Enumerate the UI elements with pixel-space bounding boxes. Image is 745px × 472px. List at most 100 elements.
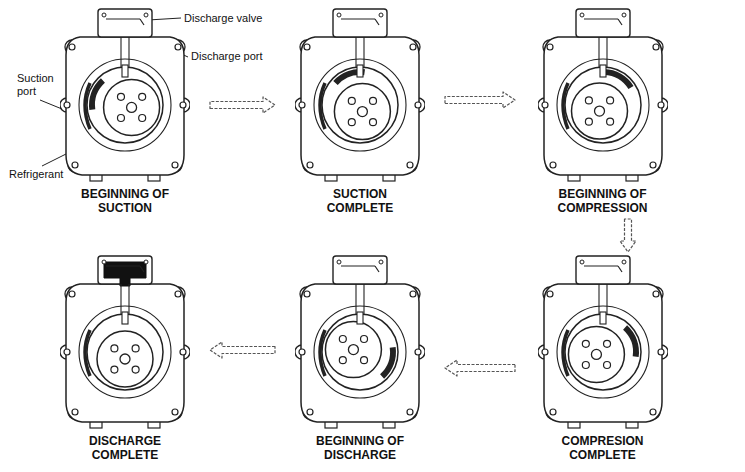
cylinder-bore (565, 314, 641, 390)
rotor (334, 84, 390, 140)
bolt-hole (307, 162, 313, 168)
rotor (568, 326, 624, 382)
compressor-illustration (538, 5, 668, 185)
valve-screw (580, 260, 584, 264)
rotor (325, 322, 381, 378)
stage-caption: COMPRESION COMPLETE (548, 435, 658, 463)
bolt-hole (72, 162, 78, 168)
vane (600, 312, 606, 324)
flow-arrow (445, 92, 515, 108)
refrigerant-pocket (382, 347, 393, 376)
discharge-port (598, 37, 599, 67)
shaft-hole (591, 349, 601, 359)
rotor-hole (582, 362, 589, 369)
rotor (104, 79, 160, 135)
bolt-hole (69, 44, 75, 50)
vane (357, 312, 363, 324)
compressor-illustration (60, 5, 190, 185)
valve-screw (622, 260, 626, 264)
valve-screw (102, 13, 106, 17)
flow-arrow (210, 97, 275, 113)
compressor-stage: COMPRESION COMPLETE (515, 252, 690, 466)
bolt-hole (304, 44, 310, 50)
housing-outline (544, 284, 662, 422)
bolt-hole (658, 102, 664, 108)
bolt-hole (658, 349, 664, 355)
vane (122, 312, 128, 324)
rotor-hole (348, 119, 355, 126)
shaft-hole (120, 354, 130, 364)
rotor-hole (370, 119, 377, 126)
valve-block (98, 9, 152, 37)
bolt-hole (72, 409, 78, 415)
housing-ring (79, 59, 171, 151)
rotor-hole (111, 345, 118, 352)
vane (122, 65, 128, 77)
rotor-hole (339, 336, 346, 343)
bolt-hole (64, 102, 70, 108)
bolt-hole (172, 409, 178, 415)
refrigerant-pocket (625, 327, 636, 356)
compressor-illustration (60, 252, 190, 432)
rotor-hole (361, 357, 368, 364)
housing-ring (314, 59, 406, 151)
compressor-illustration (295, 252, 425, 432)
flow-arrow (210, 342, 275, 358)
cylinder-bore (87, 314, 163, 390)
valve-block (333, 9, 387, 37)
valve-screw (144, 260, 148, 264)
cylinder-bore (322, 67, 398, 143)
bolt-hole (64, 349, 70, 355)
housing-outline (66, 284, 184, 422)
valve-reed (341, 265, 375, 266)
valve-screw (580, 13, 584, 17)
bolt-hole (650, 162, 656, 168)
housing-ring (557, 59, 649, 151)
rotor-hole (606, 97, 613, 104)
discharge-port (128, 284, 129, 314)
rotor-hole (370, 97, 377, 104)
valve-reed (140, 266, 144, 272)
rotor-hole (132, 366, 139, 373)
rotor-hole (339, 357, 346, 364)
valve-screw (102, 260, 106, 264)
discharge-port (355, 37, 356, 67)
bolt-hole (653, 291, 659, 297)
housing-outline (301, 37, 419, 175)
rotor-hole (585, 118, 592, 125)
housing-ring (314, 306, 406, 398)
valve-reed (375, 19, 379, 25)
discharge-port (598, 284, 599, 314)
compressor-stage: BEGINNING OF DISCHARGE (275, 252, 445, 466)
part-label: Discharge port (190, 50, 264, 63)
suction-port (563, 83, 568, 129)
bolt-hole (550, 162, 556, 168)
rotor-hole (582, 340, 589, 347)
discharge-port (120, 284, 121, 314)
bolt-hole (550, 409, 556, 415)
bolt-hole (175, 44, 181, 50)
discharge-port (128, 37, 129, 67)
valve-block (576, 9, 630, 37)
discharge-port (363, 284, 364, 314)
bolt-hole (299, 349, 305, 355)
bolt-hole (653, 44, 659, 50)
bolt-hole (415, 102, 421, 108)
bolt-hole (299, 102, 305, 108)
compressor-stage: BEGINNING OF COMPRESSION (515, 5, 690, 219)
compressor-stage: DISCHARGE COMPLETE (40, 252, 210, 466)
valve-screw (379, 13, 383, 17)
stage-caption: BEGINNING OF SUCTION (70, 188, 180, 216)
valve-reed (106, 18, 140, 19)
valve-screw (379, 260, 383, 264)
suction-port (85, 330, 90, 376)
valve-reed (341, 18, 375, 19)
stage-caption: DISCHARGE COMPLETE (70, 435, 180, 463)
bolt-hole (180, 102, 186, 108)
rotor-hole (606, 118, 613, 125)
valve-block (576, 256, 630, 284)
discharge-port (355, 284, 356, 314)
valve-reed (584, 18, 618, 19)
rotor (97, 331, 153, 387)
